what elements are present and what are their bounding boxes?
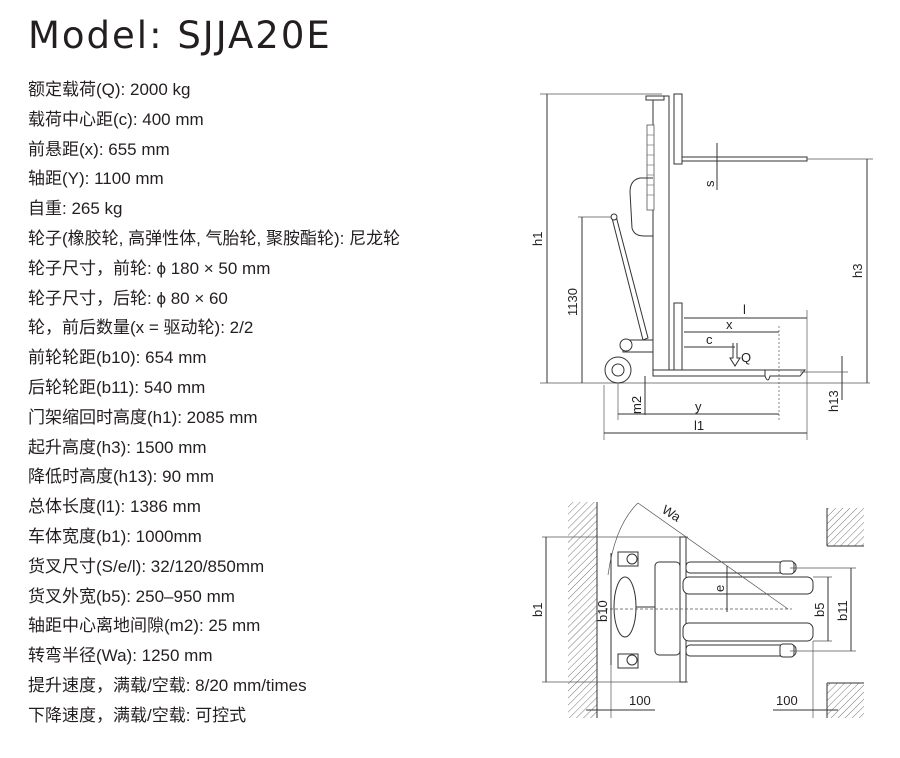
label-clearance-left: 100 [629,693,651,708]
spec-lowered-mast-height: 门架缩回时高度(h1): 2085 mm [28,407,258,427]
spec-front-track: 前轮轮距(b10): 654 mm [28,348,207,368]
spec-lowering-speed: 下降速度，满载/空载: 可控式 [28,705,247,725]
label-b11: b11 [835,600,850,621]
label-1130: 1130 [565,288,580,316]
spec-front-overhang: 前悬距(x): 655 mm [28,139,170,159]
spec-rated-load: 额定载荷(Q): 2000 kg [28,80,191,99]
label-h3: h3 [850,264,865,278]
label-x: x [726,317,733,332]
label-l1: l1 [694,418,704,433]
spec-fork-dimensions: 货叉尺寸(S/e/l): 32/120/850mm [28,556,265,576]
spec-overall-length: 总体长度(l1): 1386 mm [28,497,201,517]
spec-front-wheel-size: 轮子尺寸，前轮: ϕ 180 × 50 mm [28,258,271,278]
spec-rear-track: 后轮轮距(b11): 540 mm [28,377,206,397]
label-l: l [743,302,746,317]
label-h1: h1 [530,232,545,246]
spec-list: 额定载荷(Q): 2000 kg 载荷中心距(c): 400 mm 前悬距(x)… [28,75,400,731]
spec-overall-width: 车体宽度(b1): 1000mm [28,526,202,546]
model-title: Model: SJJA20E [28,14,332,57]
spec-load-center: 载荷中心距(c): 400 mm [28,109,204,129]
spec-lowered-height: 降低时高度(h13): 90 mm [28,467,215,487]
label-b1: b1 [530,603,545,617]
label-c: c [706,332,713,347]
spec-rear-wheel-size: 轮子尺寸，后轮: ϕ 80 × 60 [28,288,228,308]
spec-turning-radius: 转弯半径(Wa): 1250 mm [28,646,213,666]
spec-wheelbase: 轴距(Y): 1100 mm [28,169,164,189]
label-y: y [695,399,702,414]
spec-lift-speed: 提升速度，满载/空载: 8/20 mm/times [28,675,307,695]
label-h13: h13 [826,390,841,412]
top-view-drawing: Wa b1 b10 e b5 b11 100 100 [530,502,864,718]
label-Q: Q [741,350,751,365]
label-b5: b5 [812,603,827,617]
spec-weight: 自重: 265 kg [28,199,123,219]
side-view-drawing: h1 1130 s h3 l x c Q h13 m2 y l1 [530,93,873,440]
label-e: e [712,585,727,592]
label-m2: m2 [629,396,644,414]
spec-ground-clearance: 轴距中心离地间隙(m2): 25 mm [28,616,261,636]
spec-wheel-count: 轮，前后数量(x = 驱动轮): 2/2 [28,318,254,338]
label-clearance-right: 100 [776,693,798,708]
spec-wheel-type: 轮子(橡胶轮, 高弹性体, 气胎轮, 聚胺酯轮): 尼龙轮 [28,228,401,248]
label-s: s [702,180,717,187]
label-b10: b10 [595,600,610,622]
label-Wa: Wa [659,502,684,525]
spec-fork-outer-width: 货叉外宽(b5): 250–950 mm [28,586,235,606]
spec-lift-height: 起升高度(h3): 1500 mm [28,437,207,457]
